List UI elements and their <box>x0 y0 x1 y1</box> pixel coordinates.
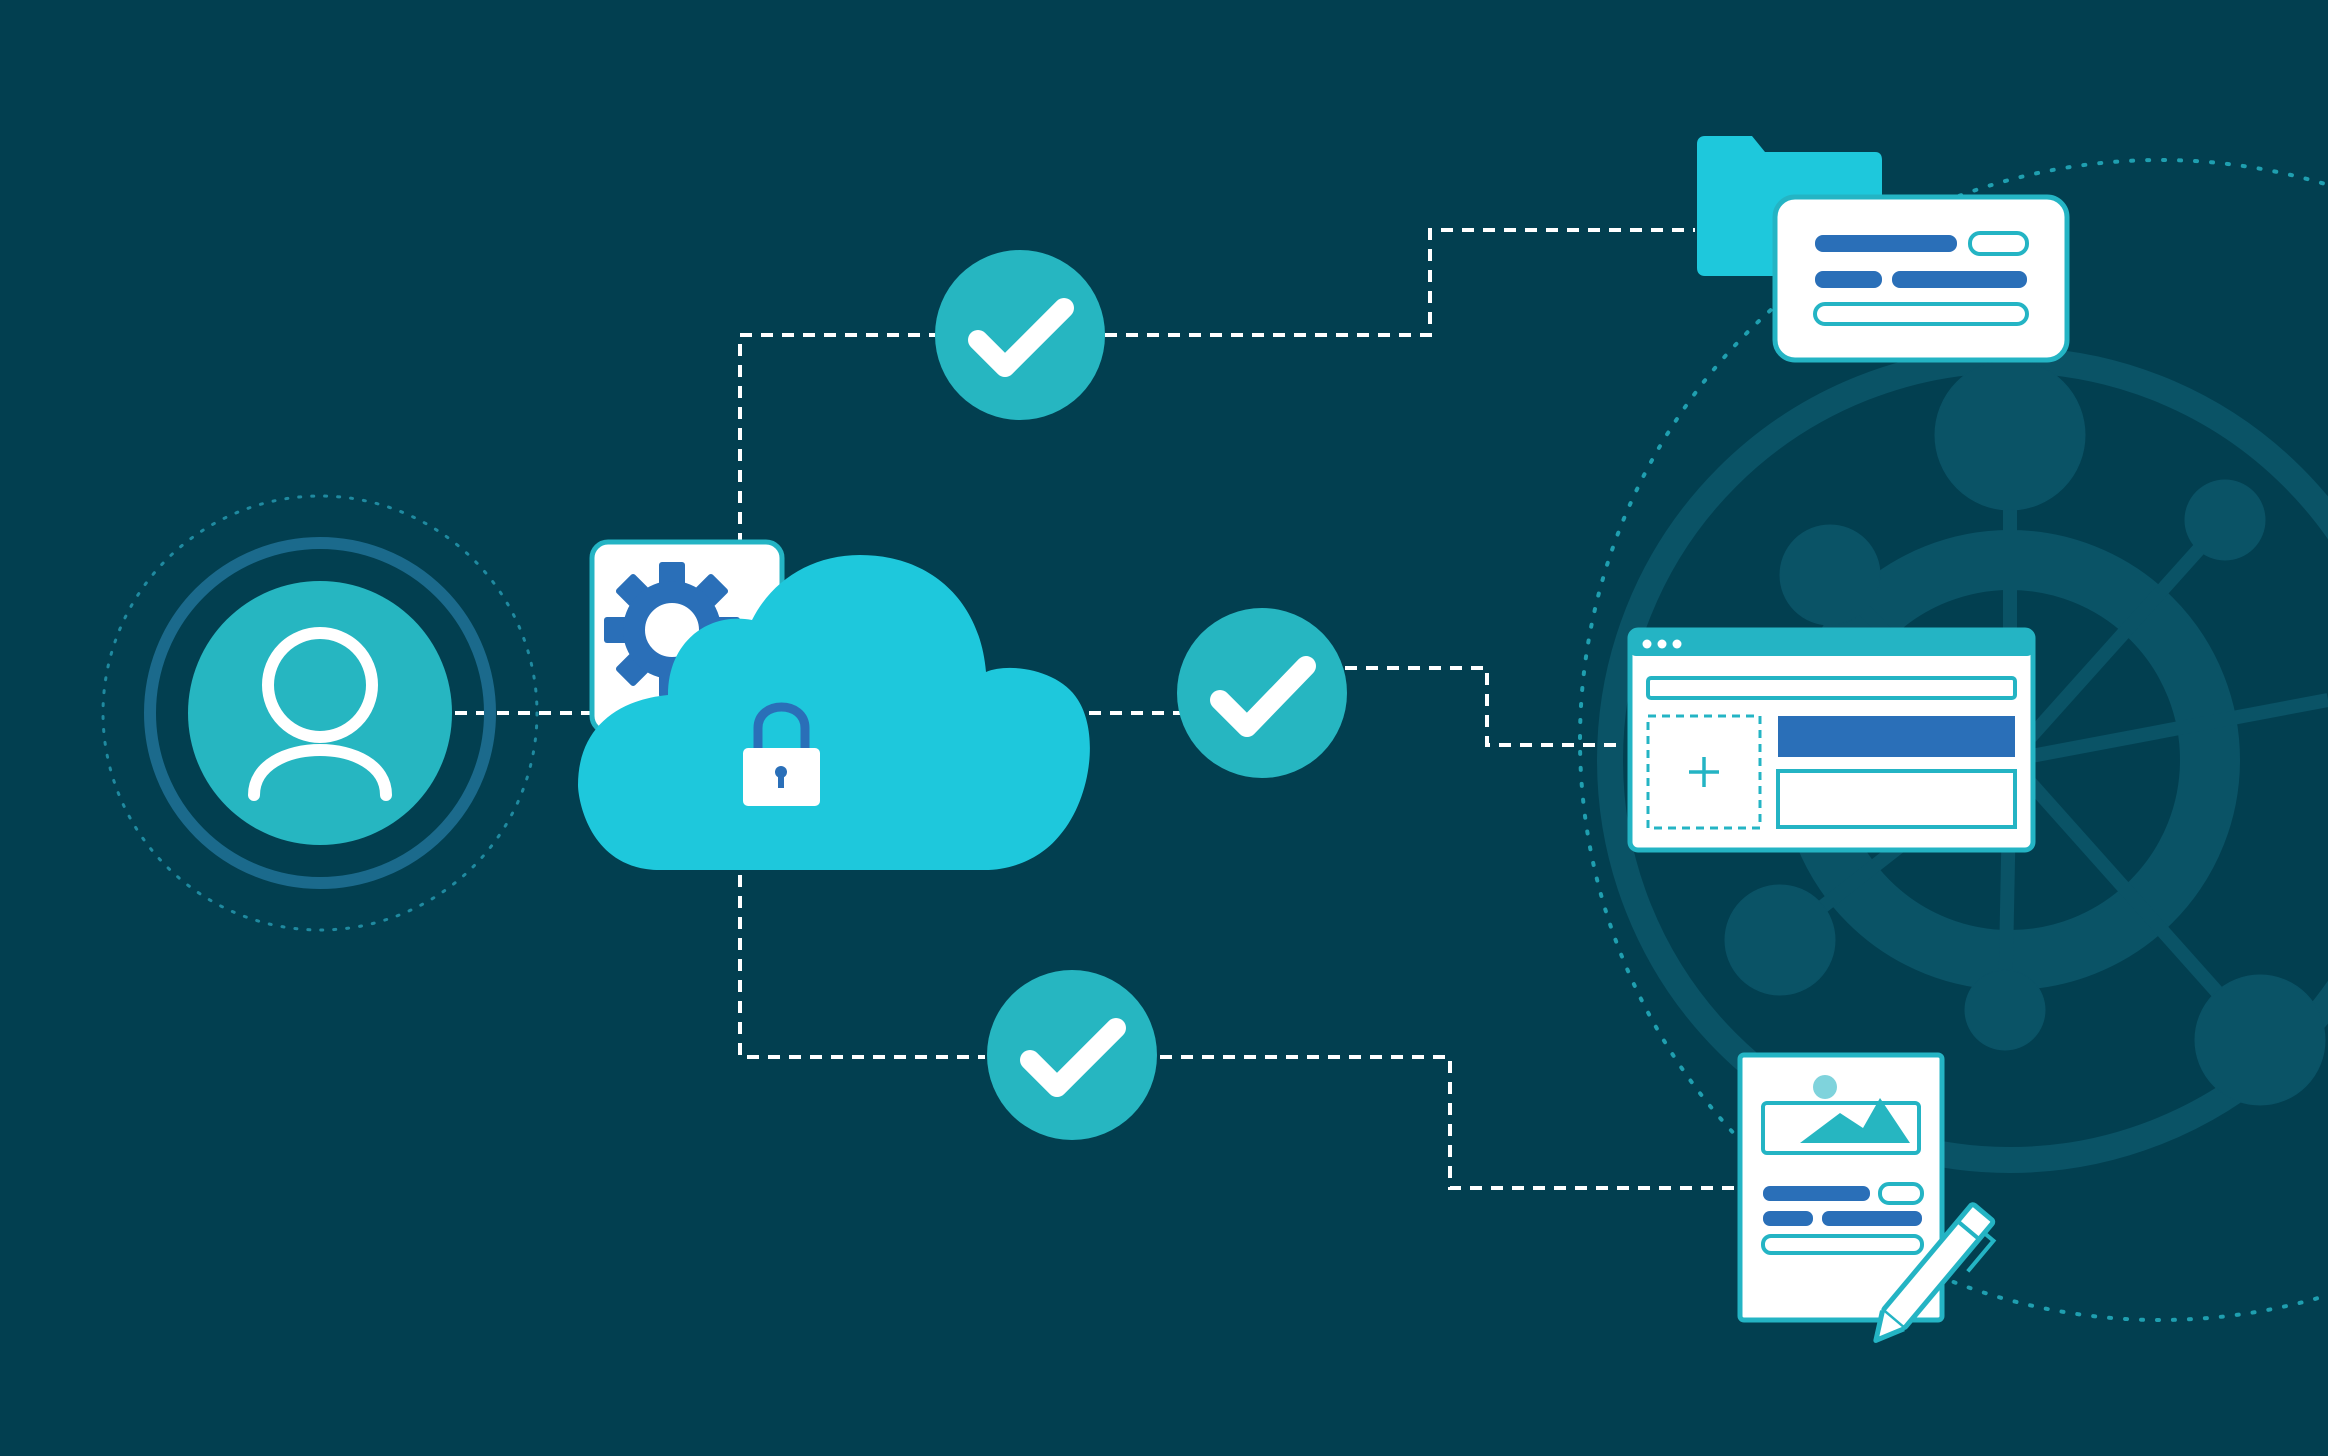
connector-middle-check-browser <box>1345 666 1625 747</box>
check-icon <box>1210 656 1316 737</box>
network-node <box>1724 884 1836 996</box>
browser-dropzone <box>1646 714 1762 830</box>
browser-content-block <box>1778 716 2015 757</box>
browser-content-box <box>1776 769 2017 829</box>
user-node[interactable] <box>101 494 539 932</box>
document-lines <box>1761 1182 1924 1255</box>
connector-cloud-top-branch <box>738 333 935 545</box>
check-top-circle <box>935 250 1105 420</box>
check-middle[interactable] <box>1177 608 1347 778</box>
folder-card-lines <box>1813 231 2029 326</box>
plus-icon <box>1689 757 1719 787</box>
user-outer-ring <box>144 537 496 889</box>
connector-bottom-check-document <box>1160 1055 1740 1190</box>
network-node <box>1934 359 2086 511</box>
network-node <box>2184 479 2266 561</box>
user-avatar-circle <box>188 581 452 845</box>
folder-card-node[interactable] <box>1697 136 2070 363</box>
browser-window-node[interactable] <box>1627 627 2036 853</box>
check-top[interactable] <box>935 250 1105 420</box>
lock-icon <box>743 702 820 806</box>
browser-address-bar <box>1646 676 2017 700</box>
image-icon <box>1761 1075 1921 1155</box>
cloud-node[interactable] <box>578 555 1090 870</box>
browser-titlebar <box>1630 630 2033 656</box>
document-node[interactable] <box>1737 1052 2003 1357</box>
check-bottom-circle <box>987 970 1157 1140</box>
user-dotted-ring <box>101 494 539 932</box>
user-icon <box>248 627 392 801</box>
network-node <box>2194 974 2326 1106</box>
browser-window-dots <box>1642 639 1682 649</box>
check-bottom[interactable] <box>987 970 1157 1140</box>
connector-top-check-folder <box>1105 228 1695 337</box>
network-node <box>1779 524 1881 626</box>
check-middle-circle <box>1177 608 1347 778</box>
check-icon <box>1020 1018 1126 1097</box>
pen-icon <box>1873 1202 1997 1343</box>
check-icon <box>968 298 1074 377</box>
connector-cloud-bottom-branch <box>738 875 985 1059</box>
network-node <box>1964 969 2046 1051</box>
dotted-orbit <box>1578 158 2328 1322</box>
cloud-shape <box>578 555 1090 870</box>
